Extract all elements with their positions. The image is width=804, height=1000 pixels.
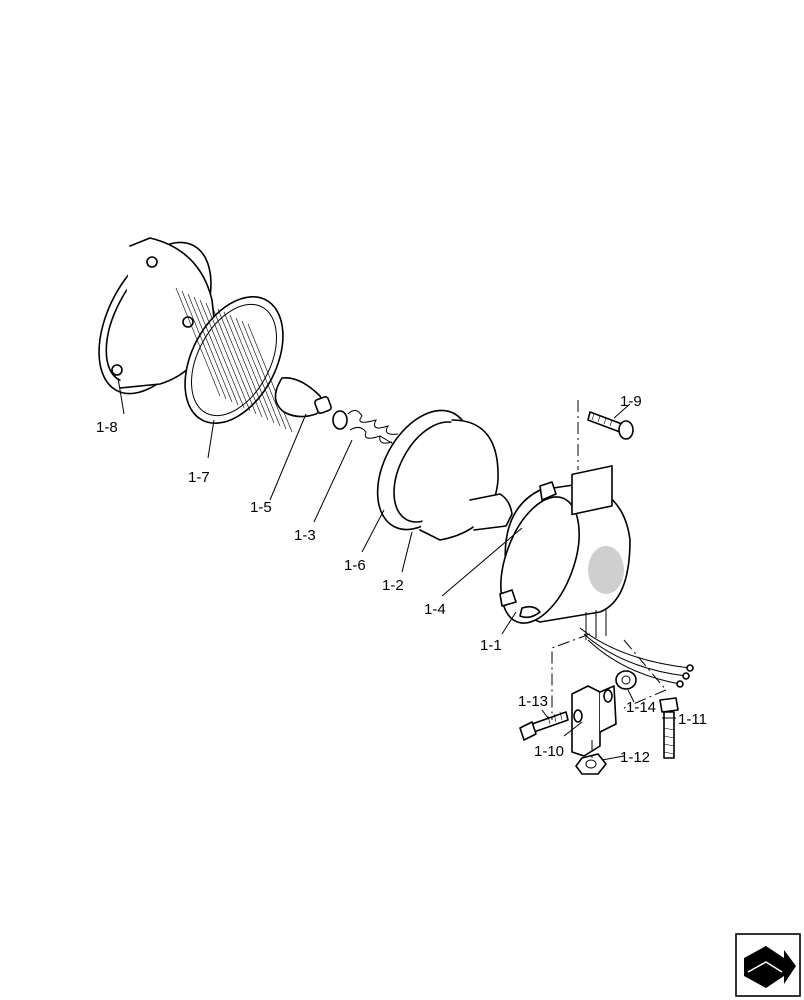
part-bolt-right	[659, 697, 679, 759]
next-page-arrow-icon[interactable]	[735, 933, 801, 997]
label-1-1: 1-1	[480, 637, 502, 654]
leader-lines	[117, 377, 676, 761]
part-bolt-left	[519, 711, 569, 741]
label-1-4: 1-4	[424, 601, 446, 618]
label-1-11: 1-11	[678, 711, 707, 728]
part-screw-top	[587, 411, 634, 440]
label-1-10: 1-10	[534, 743, 564, 760]
part-bezel-ring	[98, 237, 215, 395]
label-1-3: 1-3	[294, 527, 316, 544]
label-1-13: 1-13	[518, 693, 548, 710]
label-1-7: 1-7	[188, 469, 210, 486]
part-lens	[175, 287, 293, 433]
centerlines	[551, 400, 667, 760]
part-bulb	[274, 377, 332, 418]
label-1-12: 1-12	[620, 749, 650, 766]
part-reflector	[376, 409, 513, 541]
label-1-5: 1-5	[250, 499, 272, 516]
label-1-14: 1-14	[626, 699, 656, 716]
part-nut-upper	[615, 670, 637, 690]
part-spring	[332, 410, 401, 449]
callout-labels: 1-8 1-7 1-5 1-3 1-6 1-2 1-4 1-1 1-9 1-13…	[96, 393, 707, 766]
label-1-9: 1-9	[620, 393, 642, 410]
part-nut-lower	[575, 753, 607, 775]
part-housing	[499, 465, 694, 688]
label-1-6: 1-6	[344, 557, 366, 574]
label-1-8: 1-8	[96, 419, 118, 436]
label-1-2: 1-2	[382, 577, 404, 594]
part-bracket	[571, 685, 617, 757]
